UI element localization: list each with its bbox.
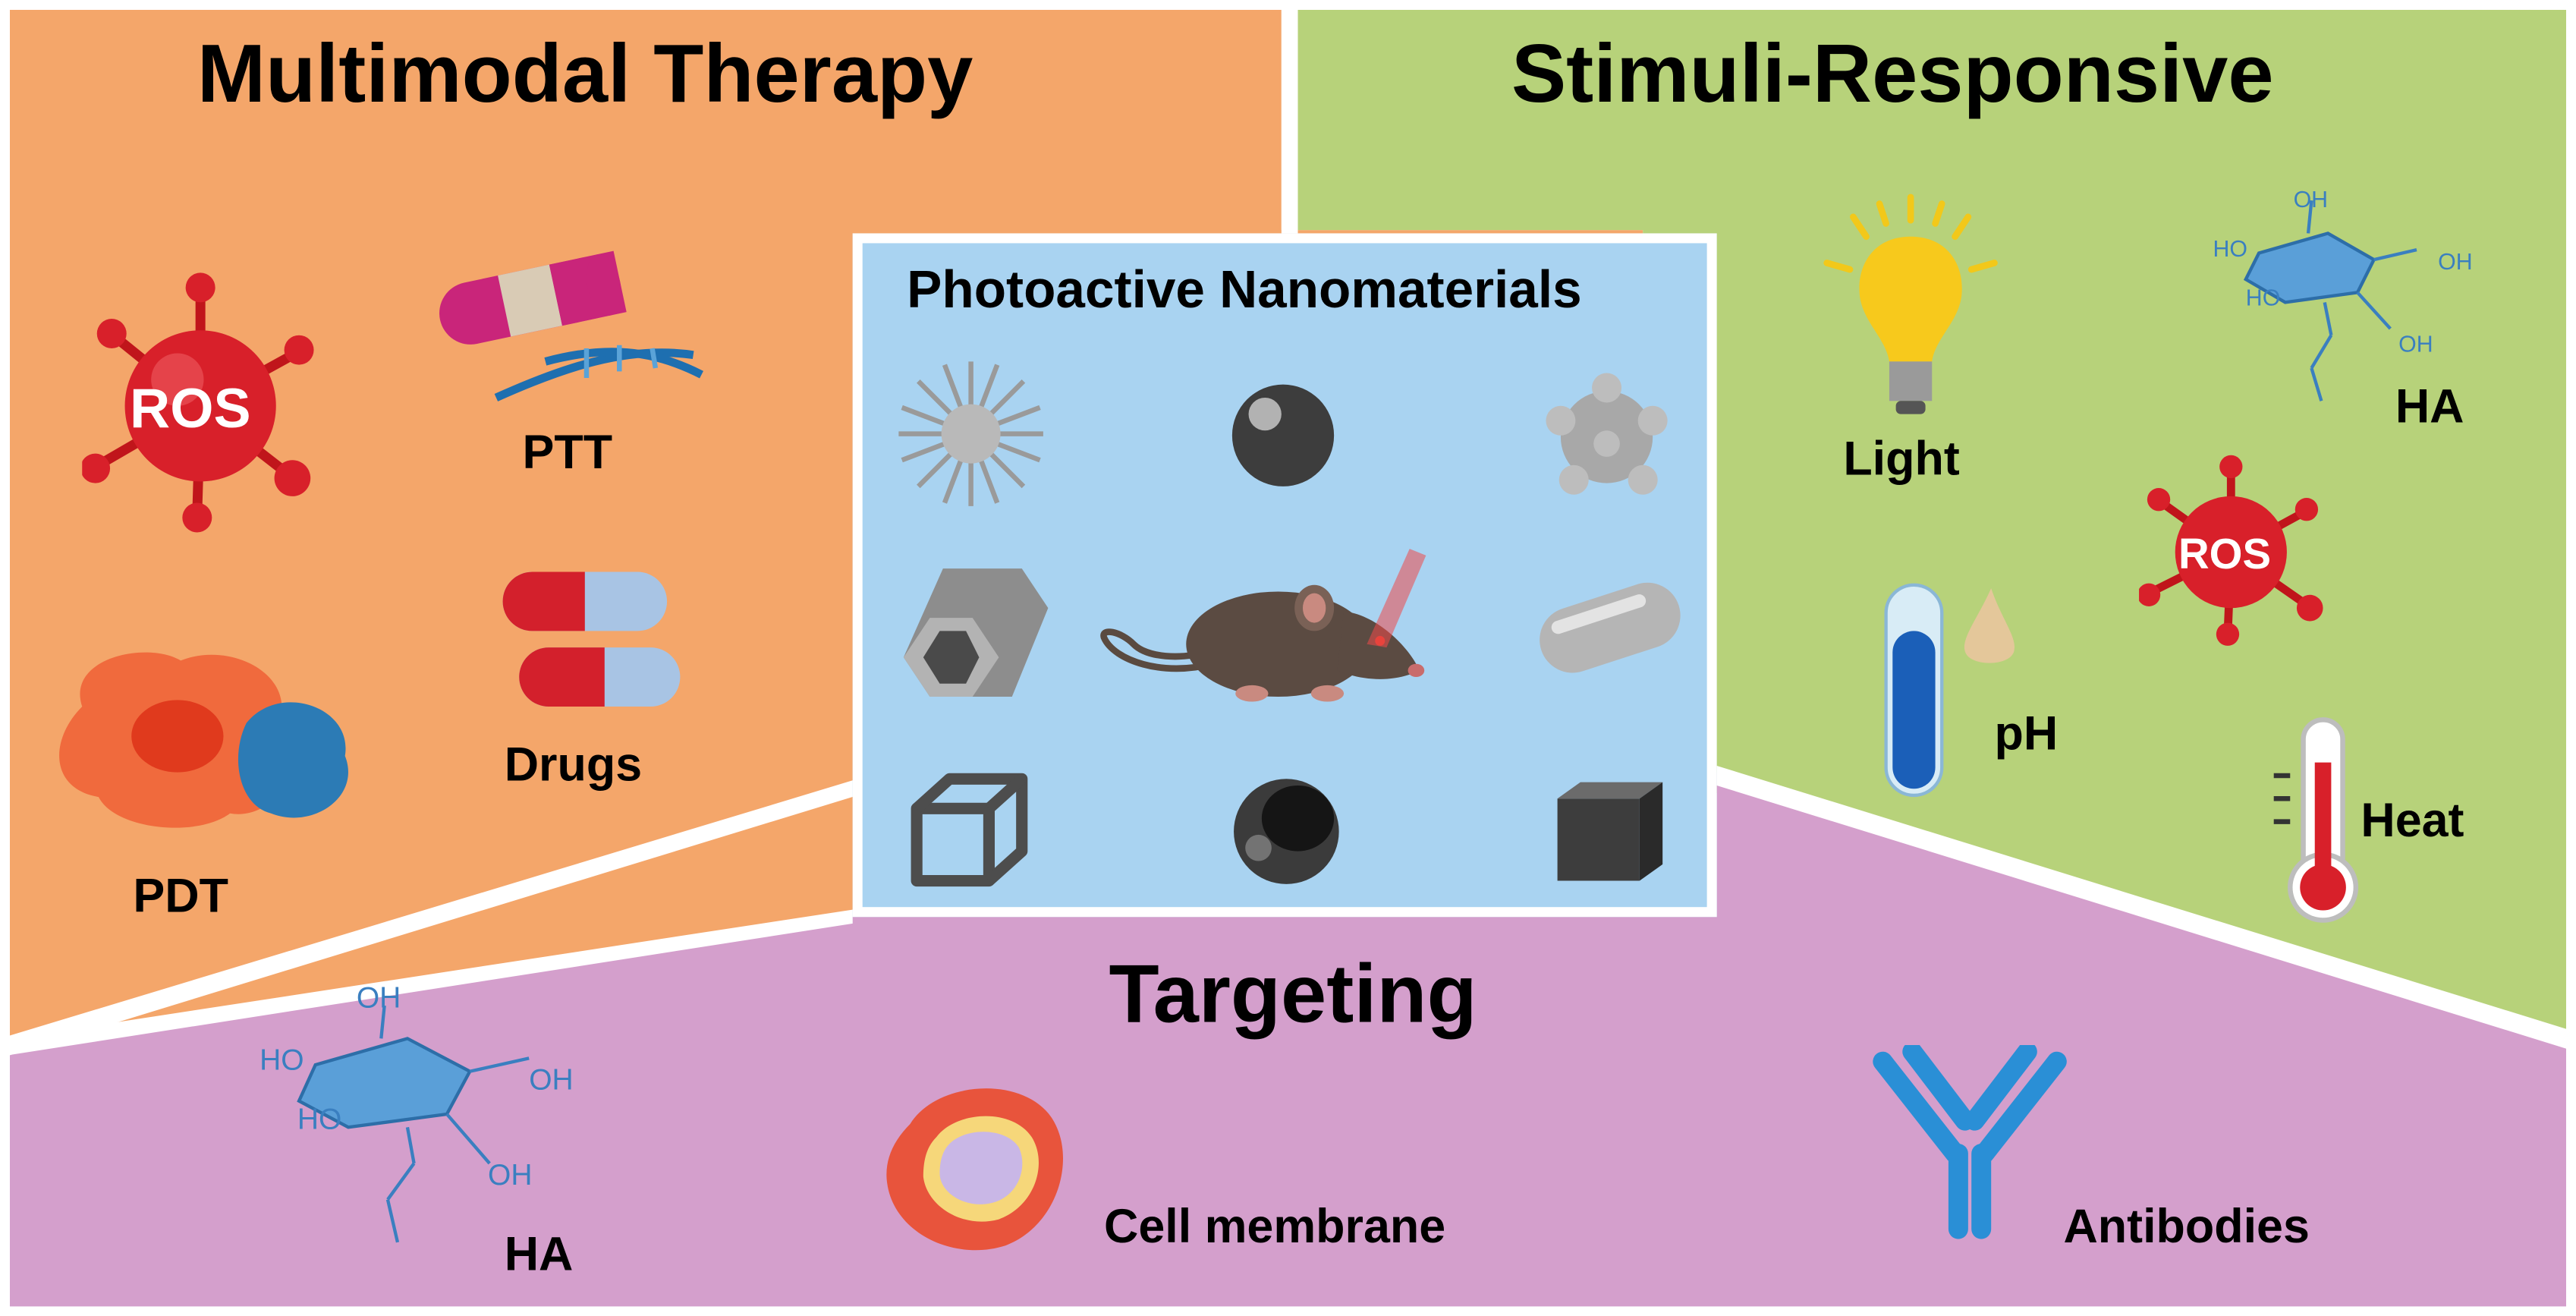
ha-oh-bottom-stimuli: OH <box>2398 330 2433 357</box>
separator-left <box>0 779 858 1059</box>
ha-oh-top-stimuli: OH <box>2293 185 2329 213</box>
ha-ho-lower-stimuli: HO <box>2245 284 2281 311</box>
ha-oh-right-stimuli: OH <box>2438 247 2473 275</box>
ros-label-multimodal: ROS <box>130 377 251 441</box>
mouse-icon <box>1100 549 1426 702</box>
ph-label: pH <box>1994 708 2059 761</box>
ha-molecule-icon-targeting <box>297 1005 530 1243</box>
panel-targeting <box>9 772 2567 1307</box>
cell-icon <box>59 652 348 828</box>
ha-label-stimuli: HA <box>2395 381 2464 434</box>
light-bulb-icon <box>1823 194 1998 414</box>
heat-label: Heat <box>2361 795 2464 848</box>
ros-virus-icon-stimuli <box>2139 455 2323 646</box>
ha-ho-left-stimuli: HO <box>2213 235 2247 262</box>
nanostar-icon <box>898 361 1043 506</box>
thermometer-icon <box>2273 717 2359 923</box>
nanosphere-icon <box>1231 384 1335 486</box>
antibody-icon <box>1873 1045 2067 1239</box>
separator-top <box>1281 0 1298 234</box>
spiky-nanoparticle-icon <box>1546 373 1668 495</box>
targeting-title: Targeting <box>1109 948 1477 1041</box>
nanocage-icon <box>911 773 1028 887</box>
ha-oh-bottom-targeting: OH <box>488 1158 533 1192</box>
ptt-label: PTT <box>522 427 613 480</box>
ha-ho-lower-targeting: HO <box>297 1102 342 1136</box>
ha-molecule-icon-stimuli <box>2243 200 2417 401</box>
capsule-dna-icon <box>439 250 704 401</box>
separator-right <box>1716 765 2576 1052</box>
ha-oh-top-targeting: OH <box>356 981 401 1014</box>
ha-oh-right-targeting: OH <box>529 1063 574 1097</box>
nanobowl-icon <box>1234 779 1339 884</box>
pdt-label: PDT <box>133 871 228 924</box>
light-label: Light <box>1843 433 1960 486</box>
ha-label-targeting: HA <box>504 1229 574 1282</box>
multimodal-therapy-title: Multimodal Therapy <box>197 27 973 121</box>
antibodies-label: Antibodies <box>2063 1201 2310 1255</box>
hexagonal-tube-icon <box>903 568 1049 697</box>
cell-membrane-label: Cell membrane <box>1104 1201 1446 1255</box>
ros-virus-icon <box>82 272 314 533</box>
photoactive-nanomaterials-title: Photoactive Nanomaterials <box>907 260 1582 320</box>
drug-capsules-icon <box>502 571 681 707</box>
cell-membrane-icon <box>886 1088 1063 1251</box>
nanorod-icon <box>1540 582 1681 673</box>
nanocube-icon <box>1557 782 1663 881</box>
ha-ho-left-targeting: HO <box>259 1043 304 1077</box>
ph-test-tube-icon <box>1884 583 2015 798</box>
panel-stimuli-responsive <box>1297 9 2567 1032</box>
stimuli-responsive-title: Stimuli-Responsive <box>1511 27 2274 121</box>
drugs-label: Drugs <box>504 739 643 792</box>
ros-label-stimuli: ROS <box>2178 529 2272 579</box>
